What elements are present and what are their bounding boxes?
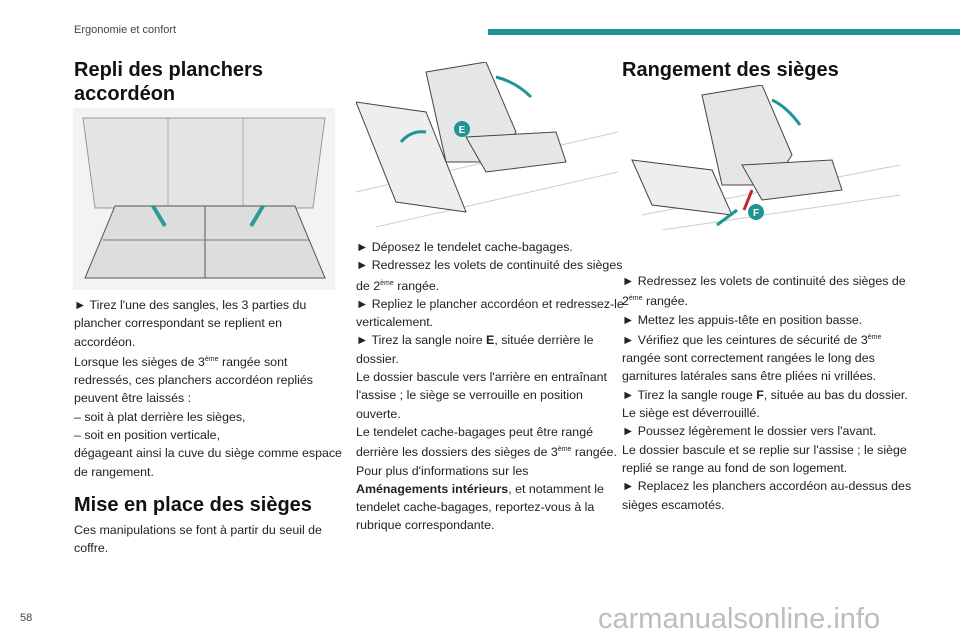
header-accent-bar: [488, 29, 960, 35]
figure-label-e: E: [459, 125, 466, 136]
instruction: ► Tirez la sangle rouge F, située au bas…: [622, 386, 912, 404]
text: , située derrière le dossier.: [356, 333, 594, 366]
text: ► Tirez la sangle noire: [356, 333, 487, 348]
instruction: ► Tirez la sangle noire E, située derriè…: [356, 331, 624, 368]
instruction: ► Replacez les planchers accordéon au-de…: [622, 479, 912, 512]
paragraph: Le dossier bascule et se replie sur l'as…: [622, 442, 907, 475]
seat-e-illustration: E: [356, 62, 618, 228]
heading-mise-en-place: Mise en place des sièges: [74, 493, 312, 516]
instruction: ► Mettez les appuis-tête en position bas…: [622, 312, 863, 327]
text: , et notamment le tendelet cache-bagages…: [356, 481, 604, 533]
sup: ème: [557, 446, 572, 454]
cargo-floor-illustration: [73, 108, 335, 290]
text: E: [486, 333, 495, 348]
paragraph: dégageant ainsi la cuve du siège comme e…: [74, 446, 342, 479]
paragraph: Pour plus d'informations sur les Aménage…: [356, 462, 624, 535]
text: Le tendelet cache-bagages peut être rang…: [356, 424, 593, 460]
text: Pour plus d'informations sur les: [356, 463, 529, 478]
sup: ème: [380, 279, 394, 287]
text: ► Tirez la sangle rouge: [622, 387, 757, 402]
text: rangée.: [642, 294, 688, 309]
instruction: ► Déposez le tendelet cache-bagages.: [356, 240, 573, 254]
text: rangée sont redressés, ces planchers acc…: [74, 354, 313, 406]
text: ► Redressez les volets de continuité des…: [356, 258, 623, 293]
column-2-text: ► Déposez le tendelet cache-bagages. ► R…: [356, 238, 624, 535]
instruction: ► Repliez le plancher accordéon et redre…: [356, 296, 624, 330]
paragraph: Le dossier bascule vers l'arrière en ent…: [356, 370, 608, 421]
text: rangée.: [393, 278, 440, 293]
page-number: 58: [20, 612, 33, 624]
instruction: ► Redressez les volets de continuité des…: [356, 256, 624, 295]
paragraph: Le siège est déverrouillé.: [622, 406, 760, 421]
heading-repli: Repli des planchers accordéon: [74, 59, 263, 105]
column-3-text: ► Redressez les volets de continuité des…: [622, 272, 912, 514]
column-3: Rangement des sièges: [622, 58, 912, 82]
section-header: Ergonomie et confort: [74, 24, 177, 36]
dash-item: – soit à plat derrière les sièges,: [74, 409, 246, 424]
text: ► Vérifiez que les ceintures de sécurité…: [622, 332, 868, 347]
paragraph: Ces manipulations se font à partir du se…: [74, 522, 322, 556]
text: Lorsque les sièges de 3: [74, 354, 205, 369]
sup: ème: [628, 295, 643, 303]
watermark: carmanualsonline.info: [598, 603, 881, 635]
column-1-text: ► Tirez l'une des sangles, les 3 parties…: [74, 296, 344, 558]
text: , située au bas du dossier.: [763, 387, 908, 402]
figure-label-f: F: [753, 208, 759, 219]
text: rangée.: [571, 445, 617, 460]
sup: ème: [204, 355, 219, 363]
dash-item: – soit en position verticale,: [74, 428, 221, 443]
instruction: ► Vérifiez que les ceintures de sécurité…: [622, 329, 912, 386]
column-1: Repli des planchers accordéon: [74, 58, 338, 106]
heading-rangement: Rangement des sièges: [622, 59, 839, 81]
instruction: ► Tirez l'une des sangles, les 3 parties…: [74, 298, 307, 349]
cross-reference: Aménagements intérieurs: [356, 481, 509, 496]
text: F: [756, 387, 764, 402]
text: rangée sont correctement rangées le long…: [622, 351, 877, 384]
text: ► Redressez les volets de continuité des…: [622, 274, 906, 309]
sup: ème: [867, 333, 882, 341]
instruction: ► Redressez les volets de continuité des…: [622, 272, 912, 311]
seat-f-illustration: F: [631, 85, 900, 230]
instruction: ► Poussez légèrement le dossier vers l'a…: [622, 424, 877, 439]
paragraph: Le tendelet cache-bagages peut être rang…: [356, 423, 624, 462]
paragraph: Lorsque les sièges de 3ème rangée sont r…: [74, 351, 344, 408]
